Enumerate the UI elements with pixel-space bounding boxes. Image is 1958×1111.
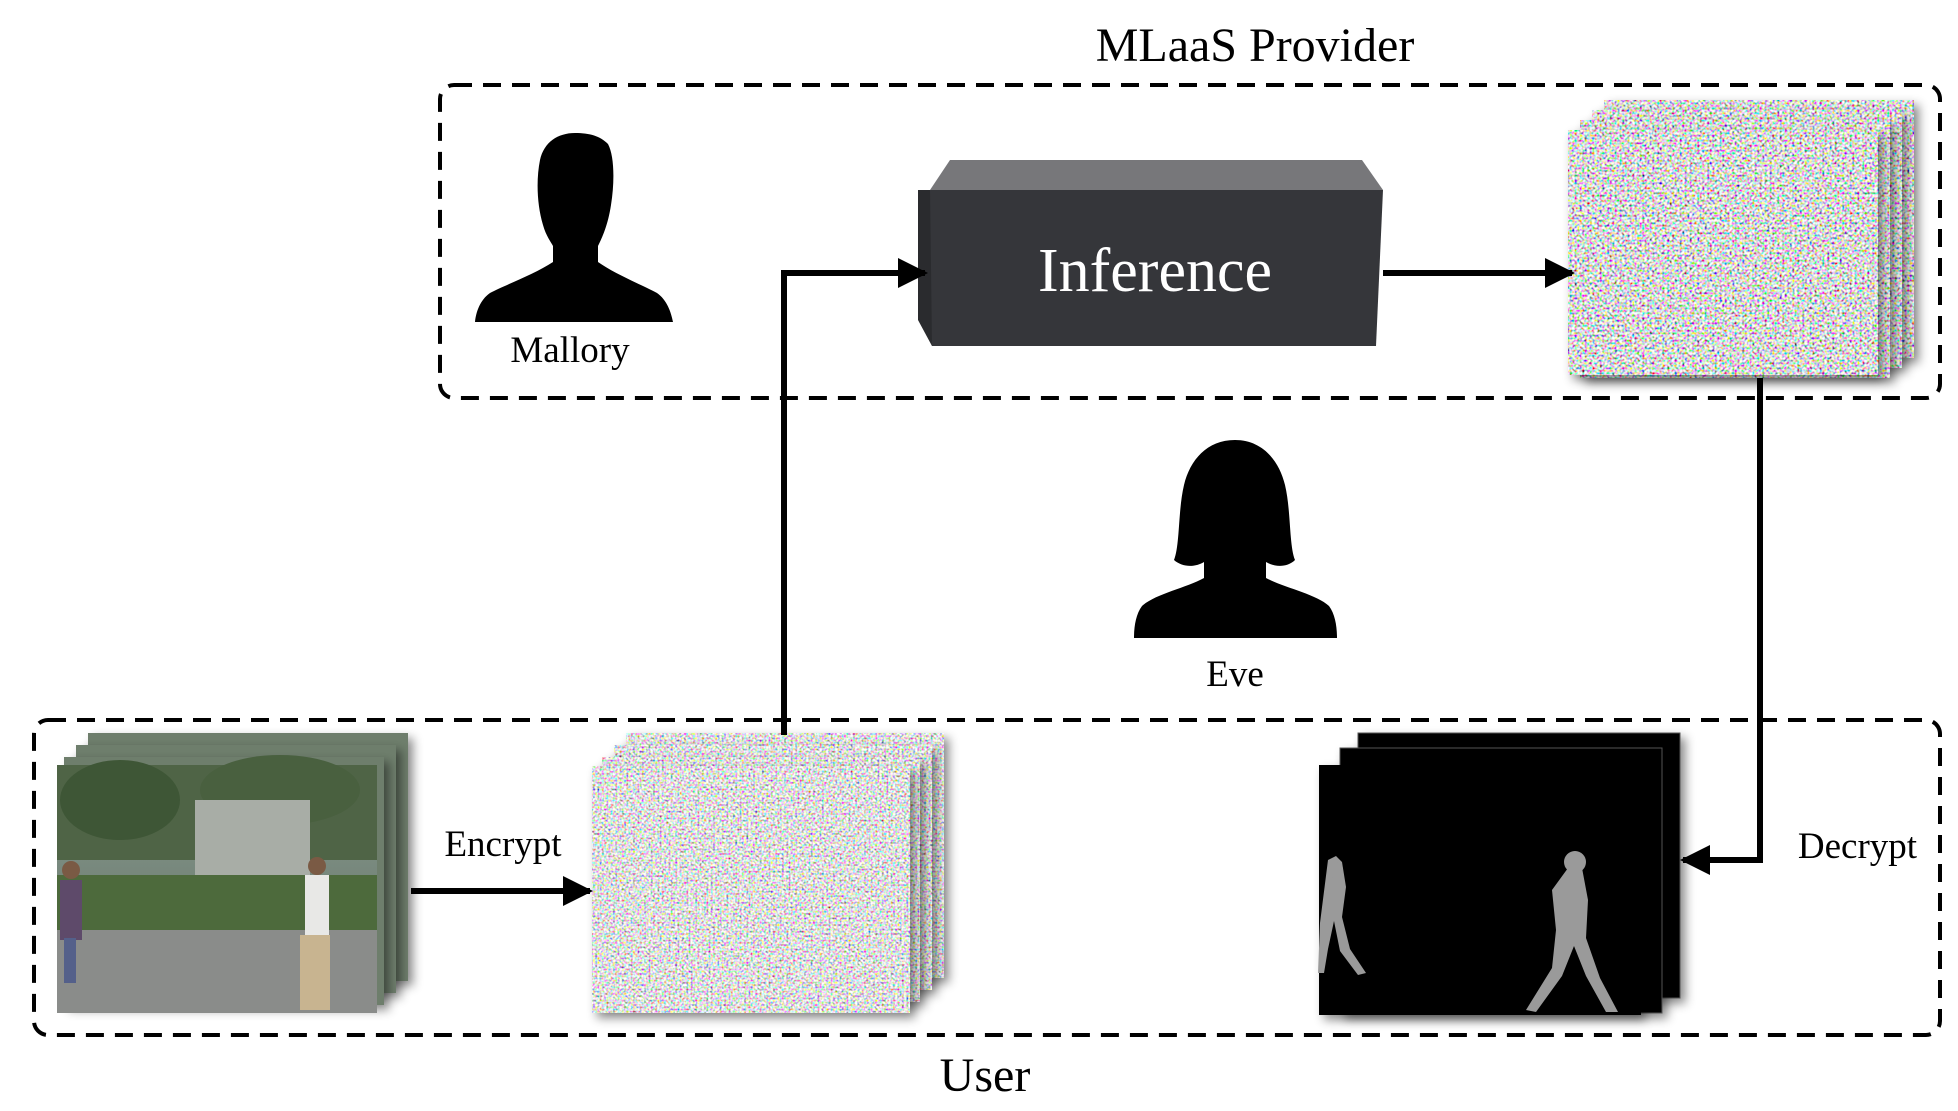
encrypt-label: Encrypt — [444, 824, 562, 865]
arrow-encrypted-input-to-inference — [781, 258, 928, 735]
male-silhouette-icon — [475, 133, 673, 322]
input-video-frames-image — [57, 733, 408, 1013]
eve-label: Eve — [1206, 654, 1264, 695]
inference-box — [918, 160, 1383, 346]
inference-box-label: Inference — [1037, 237, 1272, 305]
provider-region-title: MLaaS Provider — [1095, 19, 1415, 72]
encrypted-output-noise-image — [1568, 100, 1914, 378]
arrow-encrypted-output-to-decrypt — [1680, 378, 1763, 875]
encrypted-input-noise-image — [592, 733, 944, 1013]
provider-region-border — [438, 83, 1942, 400]
user-region-title: User — [939, 1049, 1031, 1102]
female-silhouette-icon — [1134, 440, 1337, 638]
decrypt-label: Decrypt — [1797, 826, 1918, 867]
mallory-label: Mallory — [510, 330, 630, 371]
segmentation-mask-frames-image — [1318, 732, 1681, 1015]
user-region-border — [32, 718, 1942, 1037]
